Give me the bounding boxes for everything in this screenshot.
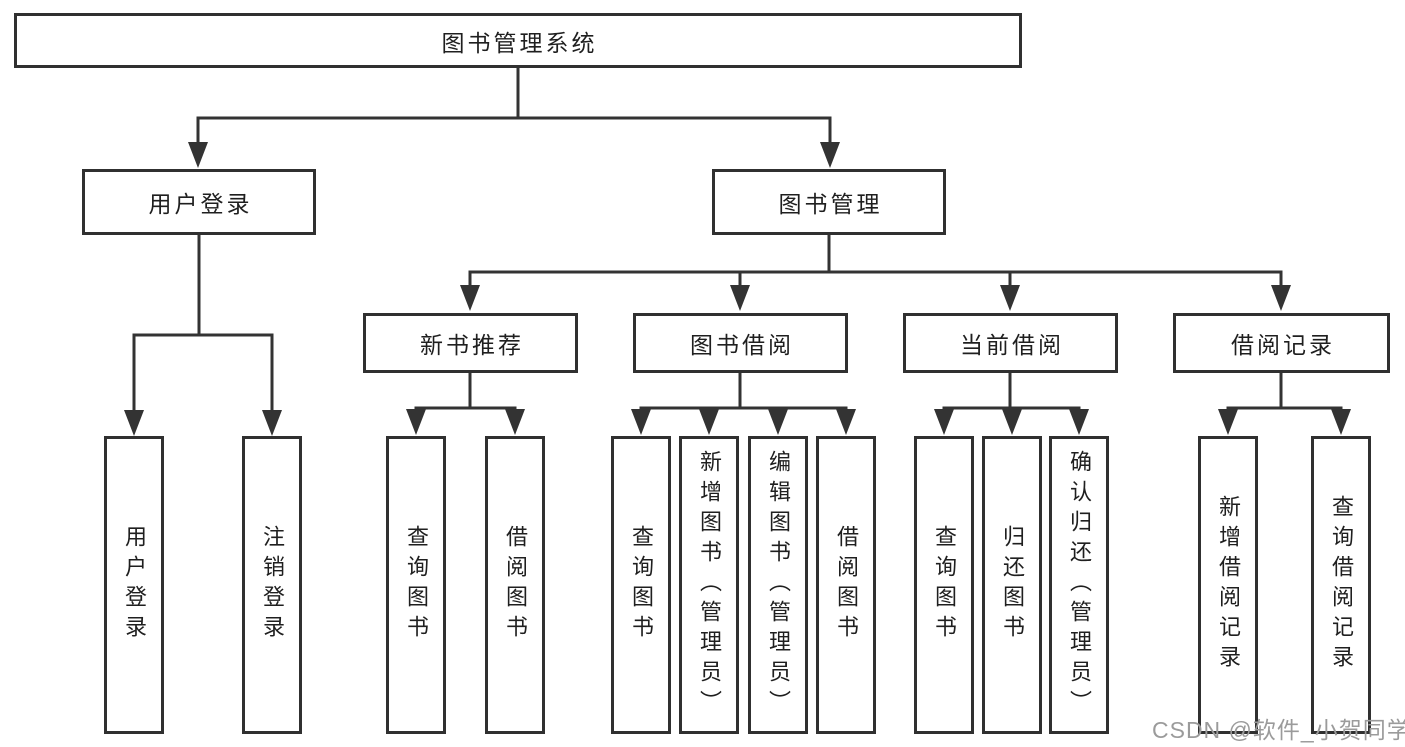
leaf-add-books-admin: 新增图书（管理员） bbox=[679, 436, 739, 734]
node-borrow-records: 借阅记录 bbox=[1173, 313, 1390, 373]
leaf-edit-books-admin: 编辑图书（管理员） bbox=[748, 436, 808, 734]
leaf-query-books-recommend: 查询图书 bbox=[386, 436, 446, 734]
node-user-login-module: 用户登录 bbox=[82, 169, 316, 235]
leaf-label: 新增图书（管理员） bbox=[697, 450, 722, 720]
leaf-logout: 注销登录 bbox=[242, 436, 302, 734]
leaf-query-books-borrow: 查询图书 bbox=[611, 436, 671, 734]
leaf-add-borrow-record: 新增借阅记录 bbox=[1198, 436, 1258, 734]
leaf-query-books-current: 查询图书 bbox=[914, 436, 974, 734]
node-label: 图书管理 bbox=[778, 191, 883, 217]
node-book-management-module: 图书管理 bbox=[712, 169, 946, 235]
node-label: 新书推荐 bbox=[420, 332, 524, 358]
leaf-label: 注销登录 bbox=[260, 525, 285, 645]
node-label: 图书借阅 bbox=[690, 332, 794, 358]
leaf-label: 查询图书 bbox=[629, 525, 654, 645]
leaf-label: 归还图书 bbox=[1000, 525, 1025, 645]
leaf-label: 确认归还（管理员） bbox=[1067, 450, 1092, 720]
leaf-label: 查询图书 bbox=[932, 525, 957, 645]
leaf-user-login: 用户登录 bbox=[104, 436, 164, 734]
leaf-query-borrow-record: 查询借阅记录 bbox=[1311, 436, 1371, 734]
node-label: 图书管理系统 bbox=[441, 29, 598, 56]
leaf-return-books: 归还图书 bbox=[982, 436, 1042, 734]
node-label: 用户登录 bbox=[148, 191, 253, 217]
node-label: 借阅记录 bbox=[1231, 332, 1335, 358]
leaf-label: 编辑图书（管理员） bbox=[766, 450, 791, 720]
leaf-label: 查询图书 bbox=[404, 525, 429, 645]
leaf-label: 用户登录 bbox=[122, 525, 147, 645]
node-current-borrow: 当前借阅 bbox=[903, 313, 1118, 373]
leaf-label: 借阅图书 bbox=[834, 525, 859, 645]
node-label: 当前借阅 bbox=[960, 332, 1064, 358]
csdn-watermark: CSDN @软件_小贺同学 bbox=[1152, 717, 1405, 743]
node-book-borrow: 图书借阅 bbox=[633, 313, 848, 373]
leaf-label: 查询借阅记录 bbox=[1329, 495, 1354, 675]
leaf-label: 借阅图书 bbox=[503, 525, 528, 645]
leaf-confirm-return-admin: 确认归还（管理员） bbox=[1049, 436, 1109, 734]
leaf-borrow-books: 借阅图书 bbox=[816, 436, 876, 734]
leaf-borrow-books-recommend: 借阅图书 bbox=[485, 436, 545, 734]
node-new-book-recommend: 新书推荐 bbox=[363, 313, 578, 373]
leaf-label: 新增借阅记录 bbox=[1216, 495, 1241, 675]
node-root-system: 图书管理系统 bbox=[14, 13, 1022, 68]
